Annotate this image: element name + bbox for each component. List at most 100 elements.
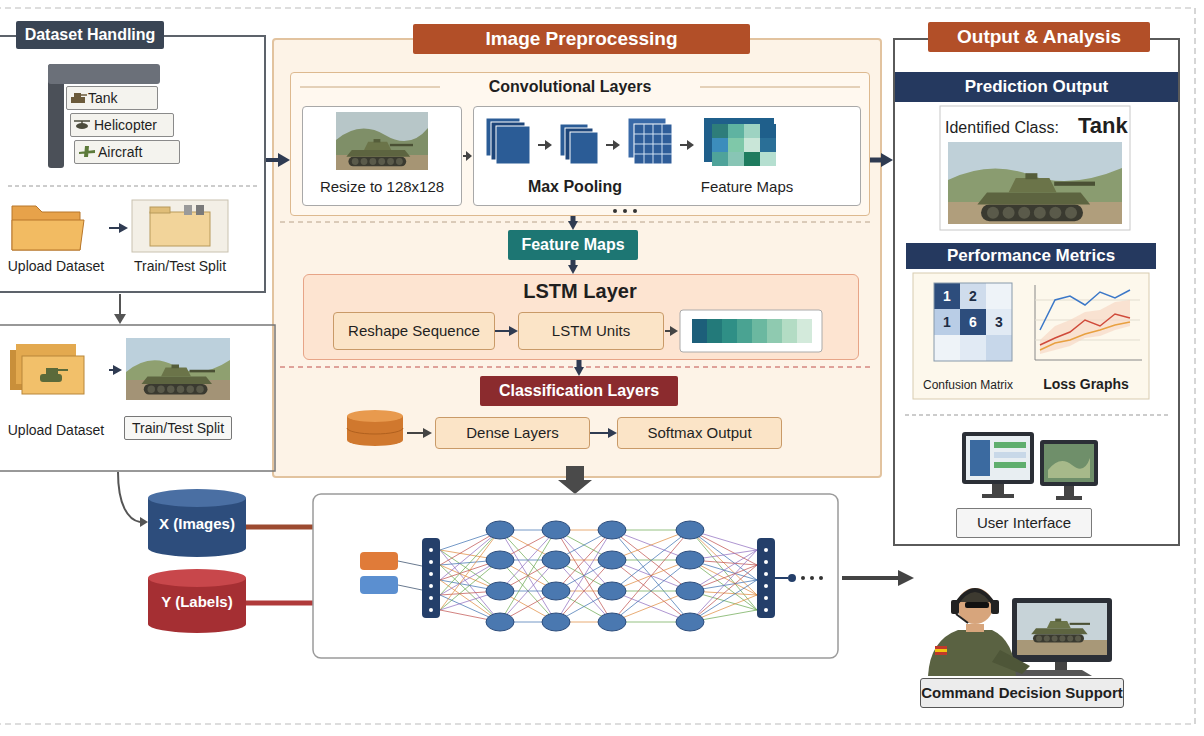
shape-rect [634,124,672,164]
shape-circle [764,608,768,612]
shape-rect [986,335,1012,361]
shape-line [842,576,900,580]
shape-circle [764,548,768,552]
shape-rect [496,126,530,164]
shape-rect [940,106,1130,230]
shape-rect [1044,444,1094,482]
shape-path [126,360,230,400]
shape-line [407,432,424,434]
shape-circle [819,576,823,580]
connector [577,360,582,367]
shape-rect [196,205,204,215]
matrix-value: 6 [960,309,986,335]
network-link [556,530,612,622]
section-header: Performance Metrics [906,243,1156,269]
network-neuron [598,613,626,631]
shape-circle [764,584,768,588]
panel-header: Image Preprocessing [413,24,750,54]
shape-circle [429,596,433,600]
shape-rect [1012,598,1112,662]
matrix-value: 2 [960,283,986,309]
shape-rect [722,319,737,343]
connector [109,227,119,229]
shape-polyline [1040,314,1130,345]
node-label: Y (Labels) [148,590,246,614]
shape-polygon [466,151,472,161]
matrix-value: 1 [934,309,960,335]
shape-line [700,87,860,88]
panel-header: Output & Analysis [928,22,1150,52]
node-label: Resize to 128x128 [304,176,460,198]
shape-rect [360,576,398,594]
shape-rect [150,207,170,213]
shape-line [280,222,874,223]
shape-ellipse [148,489,246,507]
shape-rect [951,600,959,614]
connector [571,216,576,221]
network-link [690,530,757,610]
shape-path [634,124,672,164]
process-box: Reshape Sequence [333,312,495,350]
shape-rect [797,319,812,343]
shape-circle [633,209,637,213]
matrix-value: 1 [934,283,960,309]
node-label: Train/Test Split [128,256,232,276]
shape-line [1035,285,1036,360]
shape-rect [966,436,1030,480]
shape-path [336,128,428,170]
shape-rect [712,138,728,152]
shape-rect [728,138,744,152]
shape-circle [429,584,433,588]
shape-rect [966,624,984,632]
shape-line [905,415,1168,416]
shape-path [948,168,1122,224]
network-neuron [486,551,514,569]
shape-line [775,577,788,579]
shape-line [58,369,68,371]
shape-rect [40,374,62,382]
connector [266,158,278,162]
shape-rect [935,649,947,652]
shape-polygon [114,314,126,324]
shape-polygon [687,140,694,150]
chart-caption: Loss Graphs [1030,374,1142,394]
shape-rect [960,283,986,309]
shape-rect [935,646,947,655]
shape-rect [313,494,838,658]
shape-rect [913,273,1149,399]
shape-circle [801,576,805,580]
shape-use [346,139,413,166]
shape-line [300,87,440,88]
node-label: Dense Layers [436,418,589,448]
shape-rect [994,452,1026,458]
node-label: Convolutional Layers [450,76,690,98]
shape-circle [764,596,768,600]
node-label: Reshape Sequence [334,313,494,349]
shape-rect [150,212,210,246]
network-neuron [486,613,514,631]
shape-rect [760,138,776,152]
node-label: Helicopter [94,113,172,137]
shape-use [977,173,1095,221]
node-label: Feature Maps [508,230,638,260]
shape-rect [126,338,230,400]
shape-polygon [545,140,552,150]
shape-line [81,121,83,124]
shape-line [119,294,121,314]
network-neuron [486,582,514,600]
shape-rect [948,142,1122,224]
shape-rect [744,152,760,166]
shape-rect [336,112,428,170]
network-neuron [542,613,570,631]
shape-use [1031,619,1090,643]
shape-rect [994,442,1026,448]
network-neuron [542,551,570,569]
shape-rect [991,600,999,614]
node-label: Identified Class: [945,117,1077,139]
shape-polyline [1040,322,1130,350]
chart-caption: Confusion Matrix [914,376,1022,394]
process-box: Softmax Output [617,417,782,449]
shape-rect [1064,486,1074,496]
network-neuron [542,582,570,600]
